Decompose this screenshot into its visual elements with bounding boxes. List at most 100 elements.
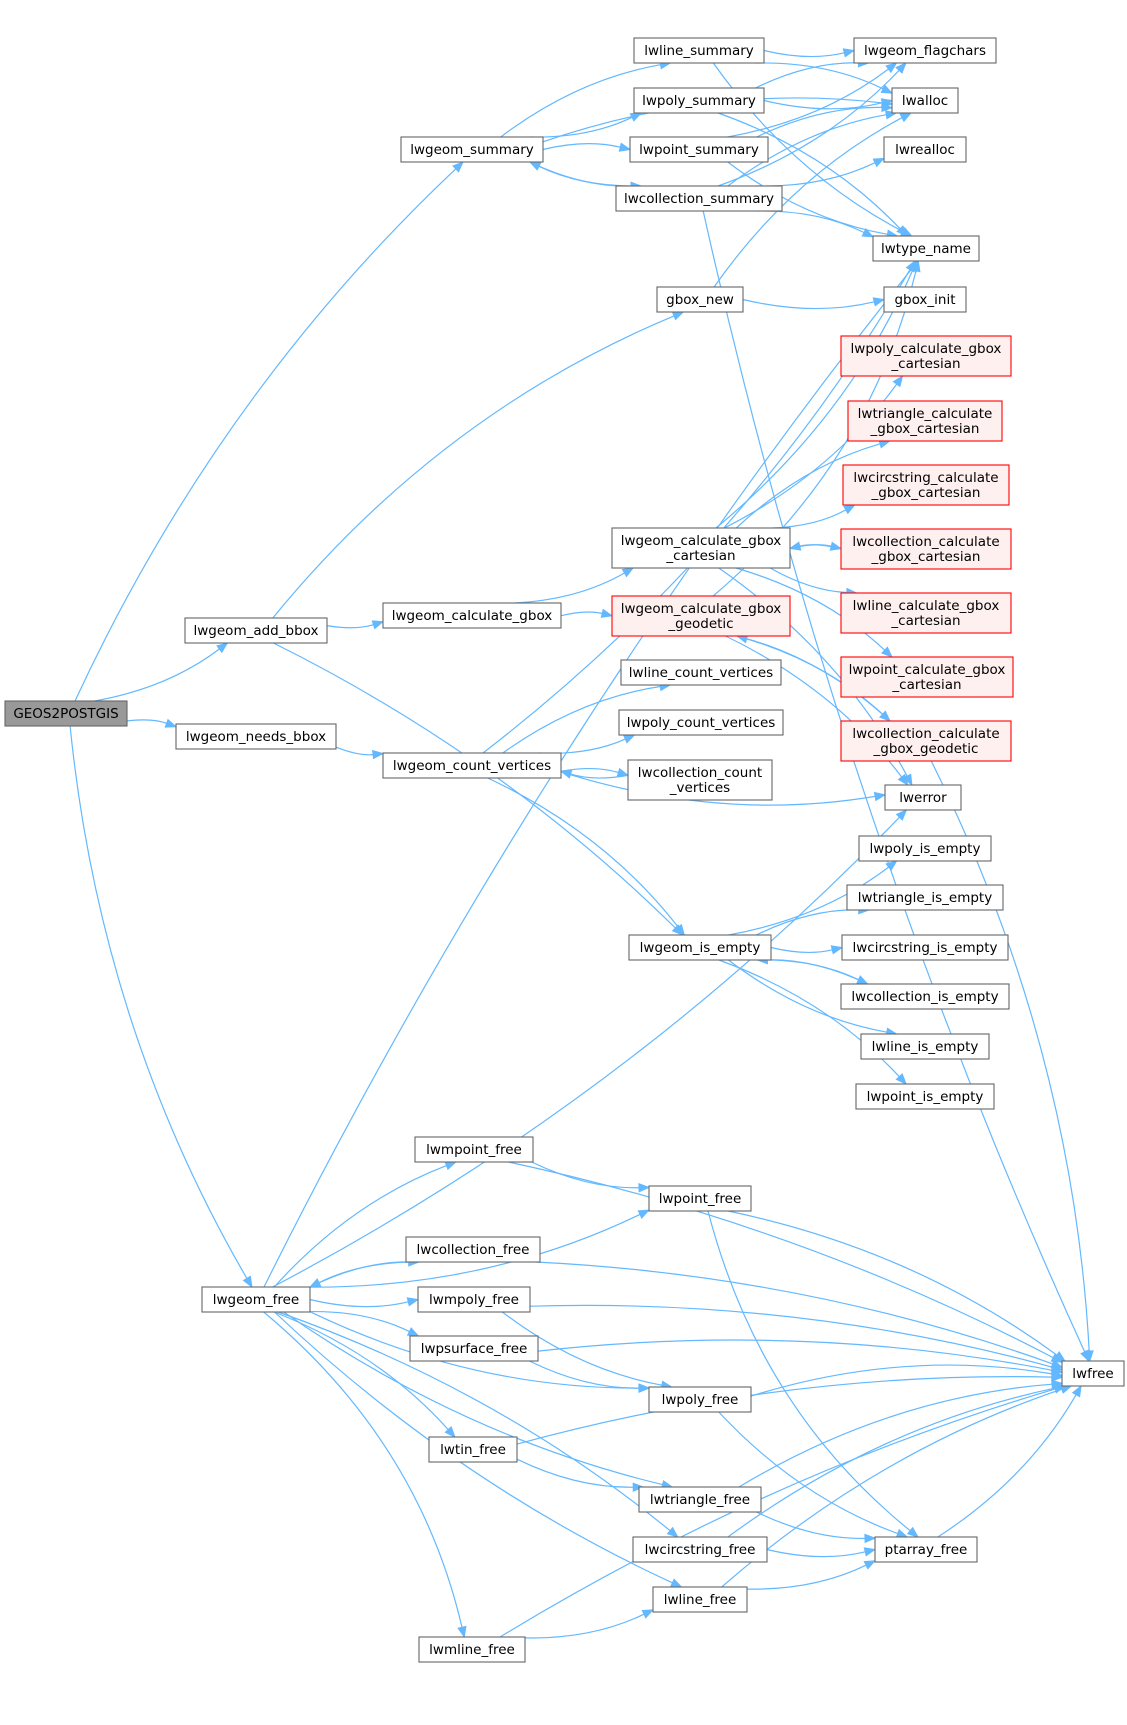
node-box[interactable] — [611, 595, 791, 637]
node-box[interactable] — [638, 1486, 762, 1513]
node-box[interactable] — [656, 286, 744, 313]
node-lwline-count-vertices[interactable]: lwline_count_vertices — [620, 659, 782, 686]
node-box[interactable] — [615, 185, 783, 212]
node-lwpoly-free[interactable]: lwpoly_free — [648, 1386, 752, 1413]
node-box[interactable] — [633, 37, 765, 64]
node-box[interactable] — [620, 659, 782, 686]
node-lwcircstring-is-empty[interactable]: lwcircstring_is_empty — [841, 934, 1009, 961]
node-box[interactable] — [840, 656, 1014, 698]
node-box[interactable] — [400, 136, 544, 163]
node-lwgeom-count-vertices[interactable]: lwgeom_count_vertices — [382, 752, 562, 779]
node-lwgeom-calculate-gbox-geodetic[interactable]: lwgeom_calculate_gbox_geodetic — [611, 595, 791, 637]
node-box[interactable] — [175, 723, 337, 750]
node-lwgeom-needs-bbox[interactable]: lwgeom_needs_bbox — [175, 723, 337, 750]
node-box[interactable] — [874, 1536, 978, 1563]
node-box[interactable] — [884, 784, 962, 811]
node-box[interactable] — [428, 1436, 518, 1463]
node-box[interactable] — [840, 983, 1010, 1010]
node-lwmpoly-free[interactable]: lwmpoly_free — [417, 1286, 531, 1313]
node-lwcollection-count-vertices[interactable]: lwcollection_count_vertices — [627, 759, 773, 801]
node-box[interactable] — [860, 1033, 990, 1060]
node-lwline-free[interactable]: lwline_free — [652, 1586, 748, 1613]
node-box[interactable] — [629, 136, 769, 163]
node-box[interactable] — [855, 1083, 995, 1110]
node-box[interactable] — [842, 464, 1010, 506]
node-box[interactable] — [618, 709, 784, 736]
node-lwgeom-flagchars[interactable]: lwgeom_flagchars — [853, 37, 997, 64]
node-box[interactable] — [883, 286, 967, 313]
node-box[interactable] — [409, 1335, 539, 1362]
node-lwcollection-summary[interactable]: lwcollection_summary — [615, 185, 783, 212]
node-lwtriangle-calculate-gbox-cartesian[interactable]: lwtriangle_calculate_gbox_cartesian — [847, 400, 1003, 442]
node-ptarray-free[interactable]: ptarray_free — [874, 1536, 978, 1563]
node-box[interactable] — [872, 235, 980, 262]
node-box[interactable] — [184, 617, 328, 644]
node-lwline-summary[interactable]: lwline_summary — [633, 37, 765, 64]
node-lwgeom-summary[interactable]: lwgeom_summary — [400, 136, 544, 163]
node-box[interactable] — [417, 1286, 531, 1313]
node-box[interactable] — [891, 87, 959, 114]
node-lwtin-free[interactable]: lwtin_free — [428, 1436, 518, 1463]
node-lwcollection-free[interactable]: lwcollection_free — [405, 1236, 541, 1263]
node-lwcollection-calculate-gbox-cartesian[interactable]: lwcollection_calculate_gbox_cartesian — [840, 528, 1012, 570]
node-box[interactable] — [382, 602, 562, 629]
node-lwgeom-free[interactable]: lwgeom_free — [201, 1286, 311, 1313]
node-lwtype-name[interactable]: lwtype_name — [872, 235, 980, 262]
node-box[interactable] — [841, 934, 1009, 961]
node-lwcollection-is-empty[interactable]: lwcollection_is_empty — [840, 983, 1010, 1010]
node-box[interactable] — [840, 528, 1012, 570]
node-box[interactable] — [628, 934, 772, 961]
node-lwpoint-summary[interactable]: lwpoint_summary — [629, 136, 769, 163]
node-lwcollection-calculate-gbox-geodetic[interactable]: lwcollection_calculate_gbox_geodetic — [840, 720, 1012, 762]
node-lwpoint-is-empty[interactable]: lwpoint_is_empty — [855, 1083, 995, 1110]
node-box[interactable] — [840, 720, 1012, 762]
node-lwerror[interactable]: lwerror — [884, 784, 962, 811]
node-lwline-calculate-gbox-cartesian[interactable]: lwline_calculate_gbox_cartesian — [840, 592, 1012, 634]
node-lwrealloc[interactable]: lwrealloc — [883, 136, 967, 163]
node-box[interactable] — [840, 592, 1012, 634]
node-lwpoly-calculate-gbox-cartesian[interactable]: lwpoly_calculate_gbox_cartesian — [840, 335, 1012, 377]
node-lwpoint-free[interactable]: lwpoint_free — [648, 1185, 752, 1212]
node-box[interactable] — [627, 759, 773, 801]
node-box[interactable] — [840, 335, 1012, 377]
node-lwalloc[interactable]: lwalloc — [891, 87, 959, 114]
node-lwmpoint-free[interactable]: lwmpoint_free — [414, 1136, 534, 1163]
node-box[interactable] — [846, 884, 1004, 911]
node-gbox-init[interactable]: gbox_init — [883, 286, 967, 313]
node-lwgeom-is-empty[interactable]: lwgeom_is_empty — [628, 934, 772, 961]
node-box[interactable] — [418, 1636, 526, 1663]
node-box[interactable] — [611, 527, 791, 569]
node-box[interactable] — [883, 136, 967, 163]
node-lwtriangle-is-empty[interactable]: lwtriangle_is_empty — [846, 884, 1004, 911]
node-box[interactable] — [853, 37, 997, 64]
node-lwcircstring-calculate-gbox-cartesian[interactable]: lwcircstring_calculate_gbox_cartesian — [842, 464, 1010, 506]
node-lwtriangle-free[interactable]: lwtriangle_free — [638, 1486, 762, 1513]
node-box[interactable] — [382, 752, 562, 779]
node-lwgeom-add-bbox[interactable]: lwgeom_add_bbox — [184, 617, 328, 644]
node-box[interactable] — [652, 1586, 748, 1613]
node-box[interactable] — [633, 87, 765, 114]
node-lwpoly-summary[interactable]: lwpoly_summary — [633, 87, 765, 114]
node-box[interactable] — [201, 1286, 311, 1313]
node-box[interactable] — [648, 1185, 752, 1212]
node-lwpoly-count-vertices[interactable]: lwpoly_count_vertices — [618, 709, 784, 736]
node-lwmline-free[interactable]: lwmline_free — [418, 1636, 526, 1663]
node-lwpoly-is-empty[interactable]: lwpoly_is_empty — [858, 835, 992, 862]
node-lwfree[interactable]: lwfree — [1061, 1360, 1125, 1387]
node-GEOS2POSTGIS[interactable]: GEOS2POSTGIS — [4, 700, 128, 727]
node-box[interactable] — [858, 835, 992, 862]
node-box[interactable] — [4, 700, 128, 727]
node-box[interactable] — [632, 1536, 768, 1563]
node-lwline-is-empty[interactable]: lwline_is_empty — [860, 1033, 990, 1060]
node-gbox-new[interactable]: gbox_new — [656, 286, 744, 313]
node-lwgeom-calculate-gbox[interactable]: lwgeom_calculate_gbox — [382, 602, 562, 629]
node-box[interactable] — [405, 1236, 541, 1263]
node-lwpsurface-free[interactable]: lwpsurface_free — [409, 1335, 539, 1362]
node-box[interactable] — [1061, 1360, 1125, 1387]
node-box[interactable] — [847, 400, 1003, 442]
node-box[interactable] — [648, 1386, 752, 1413]
node-lwcircstring-free[interactable]: lwcircstring_free — [632, 1536, 768, 1563]
node-lwpoint-calculate-gbox-cartesian[interactable]: lwpoint_calculate_gbox_cartesian — [840, 656, 1014, 698]
node-box[interactable] — [414, 1136, 534, 1163]
node-lwgeom-calculate-gbox-cartesian[interactable]: lwgeom_calculate_gbox_cartesian — [611, 527, 791, 569]
